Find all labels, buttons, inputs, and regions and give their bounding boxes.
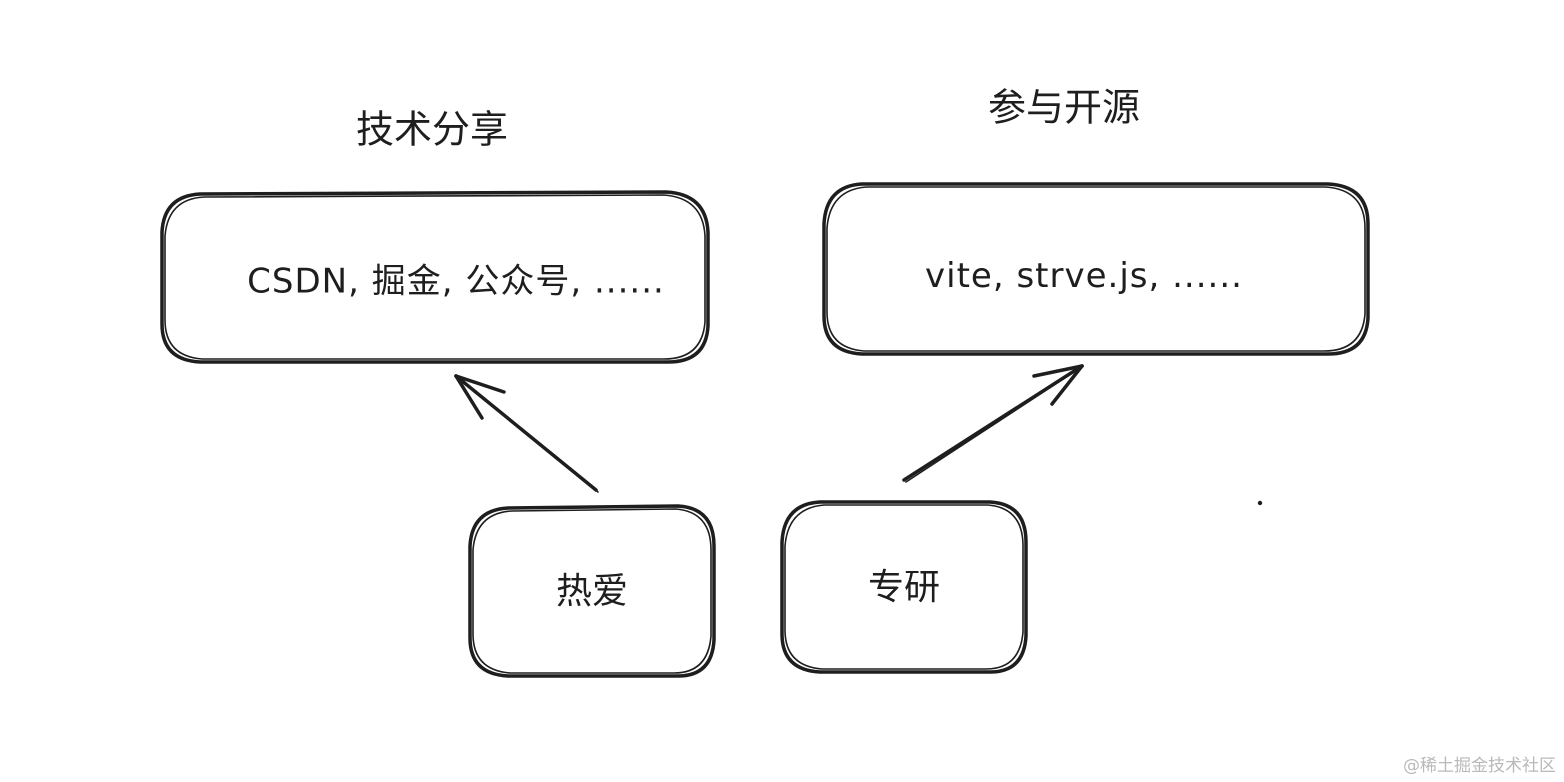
stray-dot	[1257, 500, 1263, 506]
watermark: @稀土掘金技术社区	[1403, 756, 1556, 776]
arrow-research-to-opensource	[902, 364, 1084, 483]
box-tech-sharing-label: CSDN, 掘金, 公众号, ......	[247, 261, 665, 302]
box-passion	[468, 504, 716, 678]
box-tech-sharing	[160, 190, 710, 364]
box-passion-label: 热爱	[555, 571, 629, 612]
box-research-label: 专研	[867, 567, 941, 608]
box-open-source-label: vite, strve.js, ......	[925, 256, 1243, 296]
arrow-passion-to-sharing	[454, 374, 599, 493]
heading-tech-sharing: 技术分享	[355, 107, 509, 152]
box-research	[780, 500, 1028, 674]
box-open-source	[822, 182, 1370, 356]
heading-open-source: 参与开源	[987, 85, 1141, 130]
